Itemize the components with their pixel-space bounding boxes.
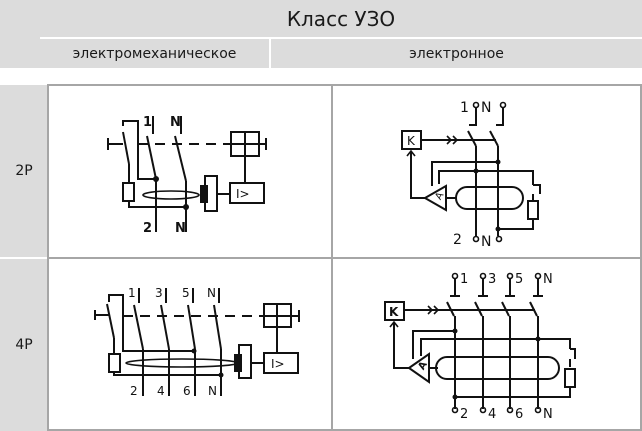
schematic-2p-electronic: 1 N K A 2 N xyxy=(331,84,642,259)
table-title: Класс УЗО xyxy=(40,0,642,37)
corner-spacer xyxy=(0,0,40,68)
svg-text:K: K xyxy=(389,305,399,319)
svg-text:3: 3 xyxy=(155,286,163,300)
svg-text:N: N xyxy=(208,384,217,398)
svg-text:4: 4 xyxy=(157,384,165,398)
svg-text:2: 2 xyxy=(143,221,152,236)
svg-text:A: A xyxy=(433,190,446,202)
svg-text:1: 1 xyxy=(143,115,152,130)
svg-text:1: 1 xyxy=(460,100,469,116)
svg-text:4: 4 xyxy=(488,407,496,422)
svg-text:6: 6 xyxy=(183,384,191,398)
row-label-4p: 4P xyxy=(0,259,48,431)
svg-text:N: N xyxy=(481,234,491,250)
schematic-4p-electromechanical: 1 2 3 4 5 6 N N I> xyxy=(47,257,333,431)
svg-text:1: 1 xyxy=(460,272,468,287)
svg-text:N: N xyxy=(543,272,553,287)
svg-text:A: A xyxy=(416,360,430,372)
svg-text:5: 5 xyxy=(515,272,523,287)
svg-text:6: 6 xyxy=(515,407,523,422)
schematic-4p-electronic: 1 3 5 N K A xyxy=(331,257,642,431)
svg-text:I>: I> xyxy=(271,357,285,371)
svg-text:K: K xyxy=(407,134,416,148)
svg-text:N: N xyxy=(207,286,216,300)
svg-text:2: 2 xyxy=(130,384,138,398)
rcd-electronic-2p-diagram: 1 N K A 2 N xyxy=(401,100,541,250)
svg-text:N: N xyxy=(481,100,491,116)
rcd-electromechanical-4p-diagram: 1 2 3 4 5 6 N N I> xyxy=(94,286,300,398)
svg-text:N: N xyxy=(175,221,186,236)
svg-text:N: N xyxy=(170,115,181,130)
svg-text:2: 2 xyxy=(460,407,468,422)
schematic-2p-electromechanical: 1 2 N N I> xyxy=(47,84,333,259)
svg-text:1: 1 xyxy=(128,286,136,300)
row-divider xyxy=(0,257,48,259)
svg-text:2: 2 xyxy=(453,232,462,248)
svg-text:I>: I> xyxy=(236,187,250,201)
rcd-electromechanical-2p-diagram: 1 2 N N I> xyxy=(107,115,267,236)
column-header-electromechanical: электромеханическое xyxy=(40,39,269,68)
svg-text:N: N xyxy=(543,407,553,422)
rcd-electronic-4p-diagram: 1 3 5 N K A xyxy=(384,272,576,422)
row-label-2p: 2P xyxy=(0,85,48,257)
svg-text:3: 3 xyxy=(488,272,496,287)
column-header-electronic: электронное xyxy=(271,39,642,68)
header-divider xyxy=(40,37,642,39)
svg-text:5: 5 xyxy=(182,286,190,300)
